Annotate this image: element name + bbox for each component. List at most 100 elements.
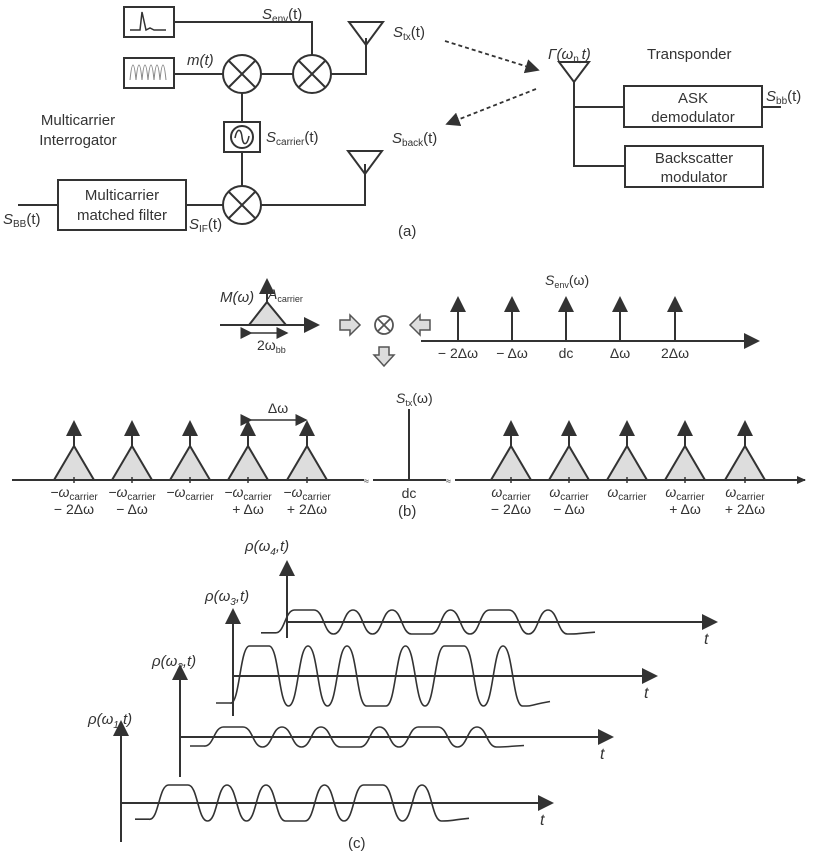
stx-tick-offset: − Δω — [116, 501, 148, 517]
sine-wave-icon — [129, 64, 167, 81]
downlink-arrow — [444, 40, 540, 74]
panel-a: Multicarrier matched filter Multicarrier… — [3, 6, 801, 240]
rho-label: ρ(ω4,t) — [244, 538, 289, 558]
signal-carrier-label: Scarrier(t) — [266, 129, 319, 148]
backscatter-label-2: modulator — [661, 169, 728, 186]
carrier-lobe: −ωcarrier− Δω — [108, 420, 156, 517]
down-block-arrow-icon — [372, 346, 396, 368]
dc-tick-label: dc — [402, 485, 417, 501]
delta-omega-label: Δω — [268, 400, 288, 416]
matched-filter-box — [57, 179, 187, 231]
ask-demodulator-box — [623, 85, 763, 128]
pulse-icon — [130, 11, 166, 32]
left-block-arrow-icon — [408, 313, 431, 337]
signal-BB-label: SBB(t) — [3, 211, 41, 230]
mixer-receive — [222, 185, 262, 225]
stx-label: Stx(ω) — [396, 390, 433, 408]
carrier-lobe: ωcarrier− 2Δω — [489, 420, 533, 517]
stx-tick-offset: − 2Δω — [54, 501, 94, 517]
signal-bb-label: Sbb(t) — [766, 88, 801, 107]
signal-m-label: m(t) — [187, 52, 214, 69]
panel-a-label: (a) — [398, 223, 416, 240]
carrier-oscillator — [223, 121, 261, 153]
panel-b-label: (b) — [398, 503, 416, 520]
uplink-arrow — [445, 88, 537, 127]
senv-tick-label: dc — [559, 345, 574, 361]
stx-tick-label: ωcarrier — [549, 484, 589, 503]
interrogator-label-2: Interrogator — [39, 132, 117, 149]
baseband-triangle — [246, 300, 289, 326]
stx-tick-label: −ωcarrier — [50, 484, 98, 503]
stx-tick-label: −ωcarrier — [283, 484, 331, 503]
carrier-lobe: −ωcarrier+ Δω — [224, 420, 272, 517]
backscatter-waveform — [216, 645, 551, 707]
backscatter-waveform — [261, 609, 596, 635]
backscatter-label-1: Backscatter — [655, 150, 733, 167]
mixer-symbol-icon — [374, 315, 394, 335]
t-axis-label: t — [540, 812, 545, 829]
backscatter-waveform — [190, 726, 525, 748]
ask-label-2: demodulator — [651, 109, 734, 126]
t-axis-label: t — [644, 685, 649, 702]
backscatter-waveform — [135, 784, 470, 822]
rho-label: ρ(ω1,t) — [87, 711, 132, 731]
stx-tick-offset: − Δω — [553, 501, 585, 517]
signal-IF-label: SIF(t) — [189, 216, 222, 235]
stx-tick-offset: + 2Δω — [725, 501, 765, 517]
signal-back-label: Sback(t) — [392, 130, 437, 149]
rho-plot-3: t ρ(ω3,t) — [204, 588, 658, 716]
sine-icon — [234, 129, 250, 145]
panel-c-label: (c) — [348, 835, 366, 852]
stx-tick-offset: + 2Δω — [287, 501, 327, 517]
backscatter-modulator-box — [624, 145, 764, 188]
bandwidth-label: 2ωbb — [257, 337, 286, 355]
carrier-lobe: ωcarrier− Δω — [547, 420, 591, 517]
ask-label-1: ASK — [678, 90, 708, 107]
senv-label: Senv(ω) — [545, 272, 589, 290]
transponder-label: Transponder — [647, 46, 732, 63]
senv-tick-label: Δω — [610, 345, 630, 361]
axis-break-right-icon: ≈ — [446, 476, 451, 486]
interrogator-label-1: Multicarrier — [41, 112, 115, 129]
rx-antenna-icon — [346, 150, 384, 176]
stx-tick-label: ωcarrier — [725, 484, 765, 503]
rho-label: ρ(ω2,t) — [151, 653, 196, 673]
carrier-lobe: ωcarrier — [605, 420, 649, 503]
rho-label: ρ(ω3,t) — [204, 588, 249, 608]
stx-tick-label: ωcarrier — [607, 484, 647, 503]
right-block-arrow-icon — [339, 313, 362, 337]
stx-tick-label: ωcarrier — [665, 484, 705, 503]
a-carrier-label: Acarrier — [267, 286, 303, 304]
transponder-antenna-icon — [557, 61, 591, 84]
stx-tick-offset: + Δω — [232, 501, 264, 517]
signal-gamma-label: Γ(ωn,t) — [548, 46, 591, 65]
senv-tick-label: − Δω — [496, 345, 528, 361]
carrier-lobe: ωcarrier+ Δω — [663, 420, 707, 517]
tx-antenna-icon — [347, 21, 385, 47]
stx-tick-offset: − 2Δω — [491, 501, 531, 517]
matched-filter-label-1: Multicarrier — [85, 187, 159, 204]
envelope-source-box — [123, 6, 175, 38]
panel-c: (c) t ρ(ω1,t) tρ(ω2,t) t ρ(ω3,t) t ρ(ω4,t) — [87, 538, 718, 852]
t-axis-label: t — [704, 631, 709, 648]
stx-tick-label: −ωcarrier — [108, 484, 156, 503]
senv-tick-label: 2Δω — [661, 345, 689, 361]
signal-tx-label: Stx(t) — [393, 24, 425, 43]
stx-tick-label: −ωcarrier — [166, 484, 214, 503]
senv-tick-label: − 2Δω — [438, 345, 478, 361]
axis-break-left-icon: ≈ — [364, 476, 369, 486]
carrier-lobe: ωcarrier+ 2Δω — [723, 420, 767, 517]
rho-plot-1: t ρ(ω1,t) — [87, 711, 554, 842]
stx-tick-label: ωcarrier — [491, 484, 531, 503]
carrier-lobe: −ωcarrier — [166, 420, 214, 503]
mixer-envelope — [292, 54, 332, 94]
stx-tick-label: −ωcarrier — [224, 484, 272, 503]
m-omega-label: M(ω) — [220, 289, 254, 306]
signal-env-label: Senv(t) — [262, 6, 302, 25]
carrier-lobe: −ωcarrier− 2Δω — [50, 420, 98, 517]
rho-plot-2: tρ(ω2,t) — [151, 653, 614, 777]
stx-tick-offset: + Δω — [669, 501, 701, 517]
carrier-lobe: −ωcarrier+ 2Δω — [283, 420, 331, 517]
